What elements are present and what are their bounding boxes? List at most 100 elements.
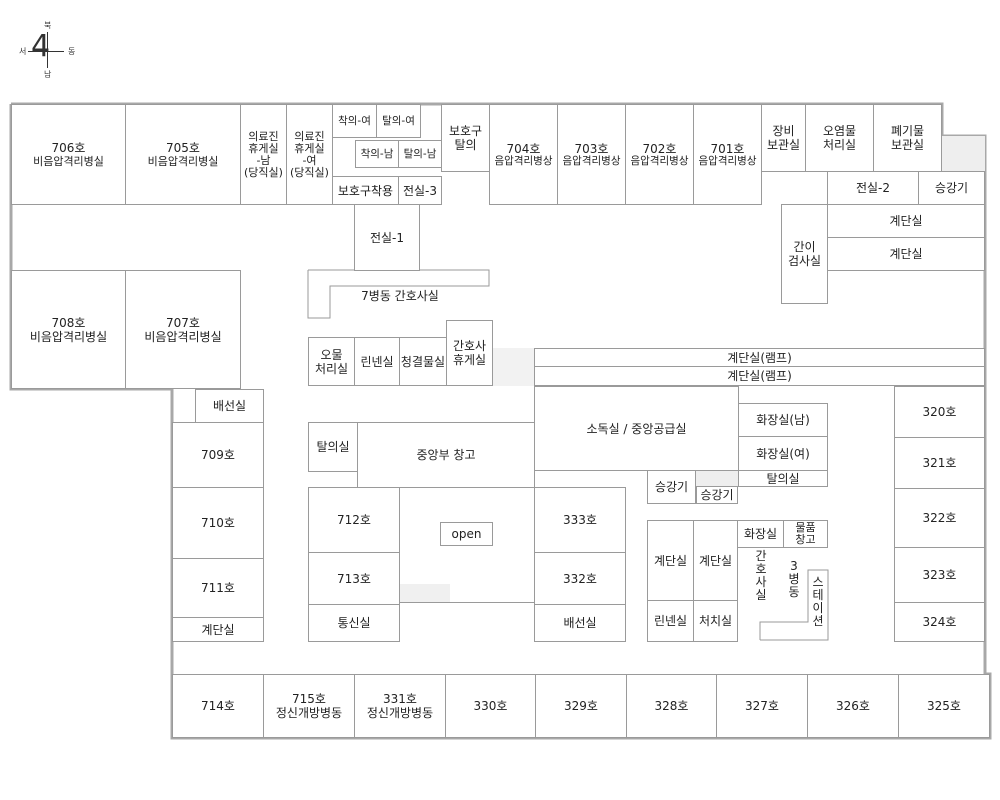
room-anteroom-2[interactable]: 전실-2: [827, 171, 919, 205]
room-332[interactable]: 332호: [534, 552, 626, 605]
room-change-female[interactable]: 착의-여: [332, 104, 377, 138]
compass-north: 북: [44, 21, 52, 30]
elevator-mid-1[interactable]: 승강기: [647, 470, 696, 504]
room-709[interactable]: 709호: [172, 422, 264, 488]
room-701-number: 701호: [710, 141, 745, 156]
room-central-storage[interactable]: 중앙부 창고: [357, 422, 535, 488]
stairs-c[interactable]: 계단실: [647, 520, 694, 601]
room-325[interactable]: 325호: [898, 674, 990, 738]
elevator-mid-2[interactable]: 승강기: [696, 486, 738, 504]
room-711[interactable]: 711호: [172, 558, 264, 618]
room-708-number: 708호: [51, 315, 86, 330]
room-waste-storage[interactable]: 폐기물 보관실: [873, 104, 942, 172]
room-703-number: 703호: [574, 141, 609, 156]
room-327[interactable]: 327호: [716, 674, 808, 738]
room-701-type: 음압격리병상: [698, 154, 757, 167]
room-contaminant-disposal[interactable]: 오염물 처리실: [805, 104, 874, 172]
stairs-d[interactable]: 계단실: [693, 520, 738, 601]
room-staff-rest-female[interactable]: 의료진 휴게실 -여 (당직실): [286, 104, 333, 205]
room-324[interactable]: 324호: [894, 602, 985, 642]
compass-floor-number: 4: [31, 29, 51, 64]
room-distribution[interactable]: 배선실: [195, 389, 264, 423]
label-7-ward-nurse-station: 7병동 간호사실: [361, 289, 439, 303]
room-change-male[interactable]: 착의-남: [355, 140, 399, 168]
room-704-type: 음압격리병상: [494, 154, 553, 167]
room-anteroom-3[interactable]: 전실-3: [398, 176, 442, 205]
stairs-ramp-1[interactable]: 계단실(램프): [534, 348, 985, 367]
room-321[interactable]: 321호: [894, 437, 985, 489]
room-sterilization-central-supply[interactable]: 소독실 / 중앙공급실: [534, 386, 739, 471]
room-toilet-male[interactable]: 화장실(남): [738, 403, 828, 437]
room-712[interactable]: 712호: [308, 487, 400, 553]
room-705-type: 비음압격리병실: [147, 154, 219, 168]
label-ward-3: 3 병 동: [788, 559, 800, 599]
room-soiled-utility[interactable]: 오물 처리실: [308, 337, 355, 386]
open-area-label: open: [440, 522, 493, 546]
room-undress-mid[interactable]: 탈의실: [308, 422, 358, 472]
room-702-number: 702호: [642, 141, 677, 156]
room-undress-male[interactable]: 탈의-남: [398, 140, 442, 168]
room-331-type: 정신개방병동: [366, 706, 434, 720]
room-staff-rest-male[interactable]: 의료진 휴게실 -남 (당직실): [240, 104, 287, 205]
room-simple-test[interactable]: 간이 검사실: [781, 204, 828, 304]
room-protective-gear-donning[interactable]: 보호구착용: [332, 176, 399, 205]
stairs-a[interactable]: 계단실: [827, 204, 985, 238]
room-702-type: 음압격리병상: [630, 154, 689, 167]
room-toilet-female[interactable]: 화장실(여): [738, 436, 828, 471]
room-703-type: 음압격리병상: [562, 154, 621, 167]
room-linen-2[interactable]: 린넨실: [647, 600, 694, 642]
room-clean-supply[interactable]: 청결물실: [399, 337, 447, 386]
label-nurse-station-3: 간 호 사 실: [755, 549, 767, 602]
room-707-number: 707호: [166, 315, 200, 330]
label-station: 스 테 이 션: [812, 575, 824, 628]
room-distribution-2[interactable]: 배선실: [534, 604, 626, 642]
compass-south: 남: [44, 70, 52, 79]
room-708-type: 비음압격리병실: [29, 329, 108, 344]
room-710[interactable]: 710호: [172, 487, 264, 559]
room-705-number: 705호: [166, 140, 200, 155]
room-331-number: 331호: [383, 692, 417, 706]
room-322[interactable]: 322호: [894, 488, 985, 548]
stairs-ramp-2[interactable]: 계단실(램프): [534, 366, 985, 386]
stairs-left[interactable]: 계단실: [172, 617, 264, 642]
room-326[interactable]: 326호: [807, 674, 899, 738]
stairs-b[interactable]: 계단실: [827, 237, 985, 271]
room-undress-right[interactable]: 탈의실: [738, 470, 828, 487]
room-715-type: 정신개방병동: [275, 706, 343, 720]
room-communications[interactable]: 통신실: [308, 604, 400, 642]
room-undress-female[interactable]: 탈의-여: [376, 104, 421, 138]
room-328[interactable]: 328호: [626, 674, 717, 738]
elevator-top[interactable]: 승강기: [918, 171, 985, 205]
room-supplies-storage[interactable]: 물품 창고: [783, 520, 828, 548]
room-treatment[interactable]: 처치실: [693, 600, 738, 642]
room-nurse-rest[interactable]: 간호사 휴게실: [446, 320, 493, 386]
room-329[interactable]: 329호: [535, 674, 627, 738]
room-713[interactable]: 713호: [308, 552, 400, 605]
room-320[interactable]: 320호: [894, 386, 985, 438]
room-protective-gear-doffing[interactable]: 보호구 탈의: [441, 104, 490, 172]
compass: 북 서 동 남 4: [14, 18, 80, 84]
room-equipment-storage[interactable]: 장비 보관실: [761, 104, 806, 172]
compass-vertical-line: [47, 32, 48, 68]
room-706-type: 비음압격리병실: [33, 154, 104, 168]
room-323[interactable]: 323호: [894, 547, 985, 603]
compass-east: 동: [68, 47, 76, 56]
room-linen[interactable]: 린넨실: [354, 337, 400, 386]
open-area-divider: [399, 602, 535, 603]
room-330[interactable]: 330호: [445, 674, 536, 738]
room-toilet[interactable]: 화장실: [737, 520, 784, 548]
room-714[interactable]: 714호: [172, 674, 264, 738]
room-anteroom-1[interactable]: 전실-1: [354, 204, 420, 271]
room-333[interactable]: 333호: [534, 487, 626, 553]
